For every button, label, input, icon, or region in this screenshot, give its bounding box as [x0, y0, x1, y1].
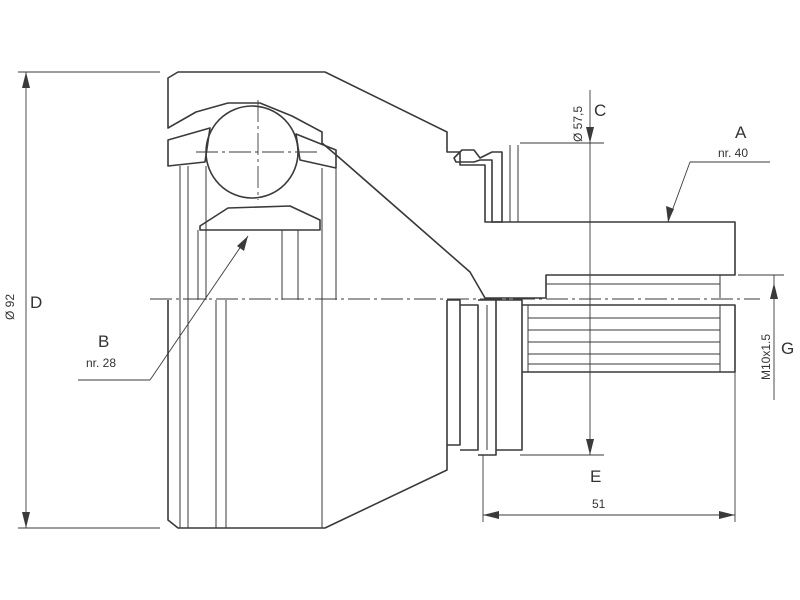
label-g: G — [781, 339, 794, 358]
dim-c-value: Ø 57,5 — [571, 106, 585, 142]
ball — [205, 105, 299, 199]
dimension-c: Ø 57,5 C — [520, 90, 606, 456]
callout-b: B nr. 28 — [78, 235, 249, 381]
dim-d-arrow-bottom — [22, 512, 30, 528]
dim-d-value: Ø 92 — [3, 294, 17, 320]
callout-b-leader — [149, 235, 249, 381]
dim-g-arrow — [770, 283, 778, 299]
label-b-note: nr. 28 — [86, 356, 116, 370]
label-c: C — [594, 101, 606, 120]
label-e: E — [590, 467, 601, 486]
neck-ring-4 — [496, 299, 523, 451]
cage-right — [295, 133, 337, 169]
dim-e-arrow-left — [483, 511, 499, 519]
label-a-note: nr. 40 — [718, 146, 748, 160]
seal-ring — [453, 149, 503, 223]
inner-race — [199, 205, 321, 231]
callout-b-arrow — [237, 236, 248, 251]
shaft-lower — [522, 304, 736, 373]
dim-c-arrow-bottom — [586, 439, 594, 455]
dim-e-value: 51 — [592, 497, 606, 511]
callout-a-arrow — [666, 206, 674, 222]
dim-c-arrow-top — [586, 127, 594, 143]
dim-d-arrow-top — [22, 72, 30, 88]
dimension-d: Ø 92 D — [3, 71, 160, 529]
callout-a: A nr. 40 — [666, 123, 770, 223]
neck-ring-1 — [447, 299, 461, 446]
housing-outer-lower — [167, 300, 448, 529]
dimension-e: E 51 — [482, 372, 736, 522]
housing-section — [167, 71, 736, 300]
cage-upper — [167, 127, 211, 167]
dimension-g: M10x1.5 G — [738, 274, 794, 400]
label-d: D — [30, 293, 42, 312]
neck-ring-2 — [460, 304, 479, 451]
dim-e-arrow-right — [719, 511, 735, 519]
neck-ring-3 — [478, 299, 497, 456]
housing-wall — [167, 71, 736, 299]
label-a: A — [735, 123, 747, 142]
label-b: B — [98, 332, 109, 351]
housing-exterior — [167, 299, 736, 529]
dim-g-value: M10x1.5 — [759, 334, 773, 380]
